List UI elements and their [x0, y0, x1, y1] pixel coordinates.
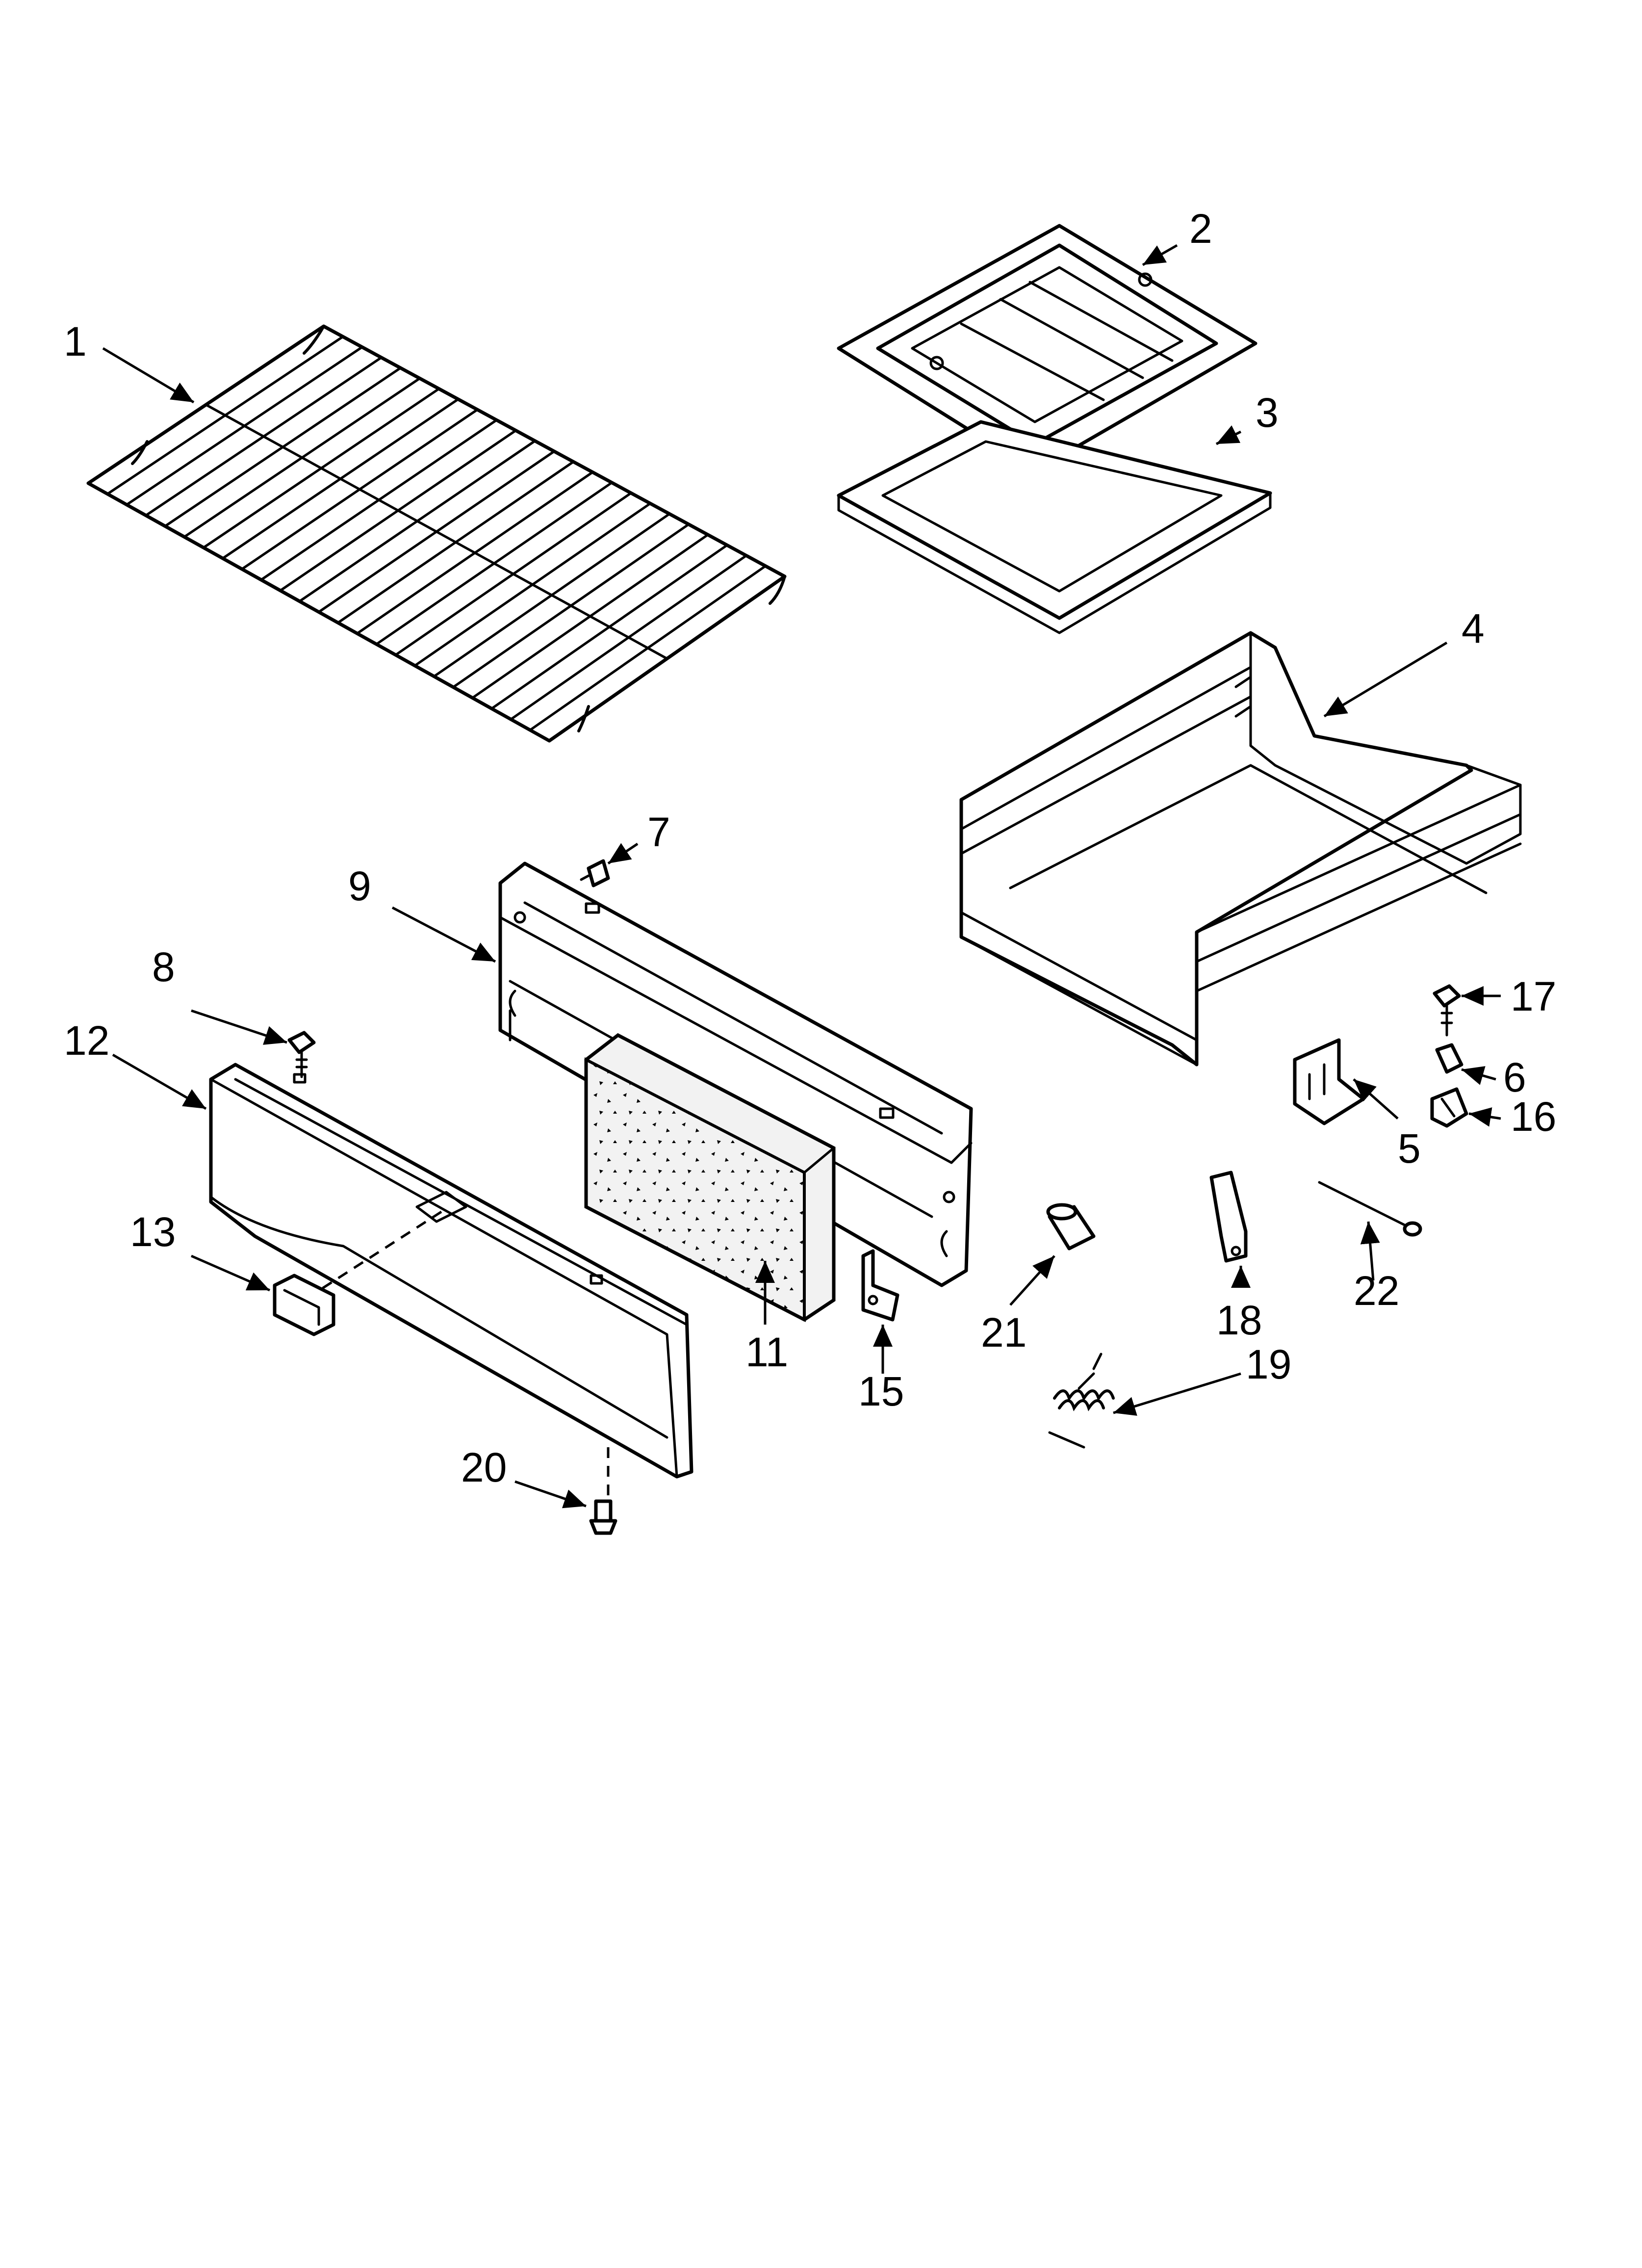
callout-18: 18 [1216, 1297, 1262, 1343]
part-7-screw [580, 859, 610, 887]
part-21-roller [1046, 1203, 1096, 1251]
callout-13: 13 [130, 1209, 176, 1255]
part-4-drawer [959, 631, 1522, 1067]
callout-19: 19 [1246, 1341, 1291, 1387]
part-22-rod [1318, 1181, 1422, 1237]
part-6-clip [1435, 1043, 1463, 1074]
part-8-screw [287, 1031, 316, 1078]
part-9-inner-panel [498, 861, 973, 1287]
callout-17: 17 [1511, 973, 1556, 1019]
callout-4: 4 [1462, 605, 1485, 652]
part-19-spring [1048, 1353, 1115, 1449]
part-15-hinge [861, 1249, 899, 1322]
callout-5: 5 [1398, 1125, 1421, 1172]
callout-16: 16 [1511, 1094, 1556, 1140]
callout-6: 6 [1503, 1054, 1526, 1100]
part-2-broiler-grid [837, 224, 1257, 473]
callout-20: 20 [461, 1444, 507, 1490]
callout-11: 11 [745, 1329, 788, 1375]
callout-15: 15 [858, 1368, 904, 1414]
callout-21: 21 [981, 1309, 1026, 1356]
part-17-screw [1433, 984, 1461, 1037]
callout-8: 8 [152, 944, 175, 990]
callout-9: 9 [348, 863, 371, 909]
callout-7: 7 [647, 809, 670, 855]
part-5-bracket [1293, 1038, 1365, 1125]
callout-3: 3 [1256, 390, 1279, 436]
part-12-drawer-front [209, 1063, 693, 1496]
leader-lines [102, 244, 1501, 1509]
part-20-screw [589, 1499, 617, 1535]
callout-2: 2 [1189, 206, 1212, 252]
part-16-clamp [1430, 1087, 1468, 1128]
part-11-insulation [584, 1033, 836, 1322]
part-18-slide-arm [1209, 1171, 1248, 1263]
part-1-oven-rack [86, 324, 787, 743]
part-13-handle-insert [273, 1274, 335, 1336]
part-3-broiler-pan [837, 420, 1272, 634]
callout-labels: 1 2 3 4 5 6 7 8 9 11 12 13 15 16 17 18 1… [64, 206, 1556, 1490]
callout-12: 12 [64, 1017, 109, 1064]
callout-22: 22 [1354, 1268, 1399, 1314]
callout-1: 1 [64, 318, 87, 365]
